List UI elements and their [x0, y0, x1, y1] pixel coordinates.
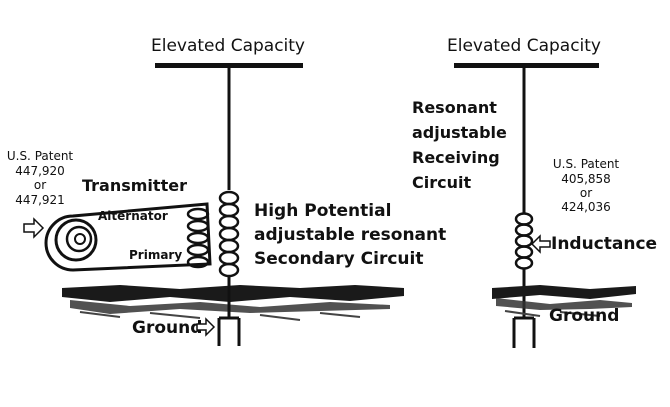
inductance-label: Inductance: [551, 234, 657, 254]
right-patent-block: U.S. Patent 405,858 or 424,036: [553, 157, 620, 214]
left-patent-line-1: U.S. Patent: [7, 149, 74, 163]
receiver-system: Elevated Capacity Resonant adjustable Re…: [412, 36, 657, 348]
primary-label: Primary: [129, 248, 182, 262]
right-ground-label: Ground: [549, 306, 619, 326]
alternator-core: [74, 233, 86, 245]
right-patent-line-3: or: [580, 186, 592, 200]
receiving-line-2: adjustable: [412, 123, 507, 142]
receiving-line-3: Receiving: [412, 148, 500, 167]
secondary-line-1: High Potential: [254, 201, 391, 221]
left-ground-arrow-icon: [196, 317, 216, 337]
right-patent-line-1: U.S. Patent: [553, 157, 620, 171]
secondary-line-3: Secondary Circuit: [254, 249, 423, 269]
inductance-coil: [514, 212, 534, 270]
left-patent-line-4: 447,921: [15, 193, 65, 207]
right-patent-line-4: 424,036: [561, 200, 611, 214]
alternator: [44, 202, 212, 272]
right-patent-line-2: 405,858: [561, 172, 611, 186]
primary-coil: [186, 207, 210, 269]
left-elevated-capacity-plate: [155, 63, 303, 68]
right-elevated-capacity-plate: [454, 63, 599, 68]
left-ground-surface: [62, 285, 404, 321]
alternator-label: Alternator: [98, 209, 168, 223]
transmitter-label: Transmitter: [82, 176, 187, 195]
left-ground-stake: [217, 316, 241, 346]
right-ground-stake: [512, 316, 536, 348]
receiving-line-4: Circuit: [412, 173, 471, 192]
left-patent-arrow-icon: [23, 217, 45, 239]
left-ground-label: Ground: [132, 318, 202, 338]
left-capacity-label: Elevated Capacity: [151, 36, 305, 56]
right-capacity-label: Elevated Capacity: [447, 36, 601, 56]
secondary-coil: [218, 190, 240, 278]
alternator-housing: [44, 202, 212, 272]
secondary-line-2: adjustable resonant: [254, 225, 446, 245]
alternator-inner-ring: [65, 225, 93, 253]
left-patent-line-3: or: [34, 178, 46, 192]
receiving-circuit-label: Resonant adjustable Receiving Circuit: [412, 98, 507, 192]
alternator-outer-ring: [54, 218, 98, 262]
inductance-arrow-icon: [530, 234, 551, 254]
right-ground-surface: [492, 285, 636, 317]
transmitter-system: Elevated Capacity U.S. Patent 447,920 or…: [7, 36, 446, 346]
left-patent-block: U.S. Patent 447,920 or 447,921: [7, 149, 74, 207]
left-patent-line-2: 447,920: [15, 164, 65, 178]
receiving-line-1: Resonant: [412, 98, 497, 117]
